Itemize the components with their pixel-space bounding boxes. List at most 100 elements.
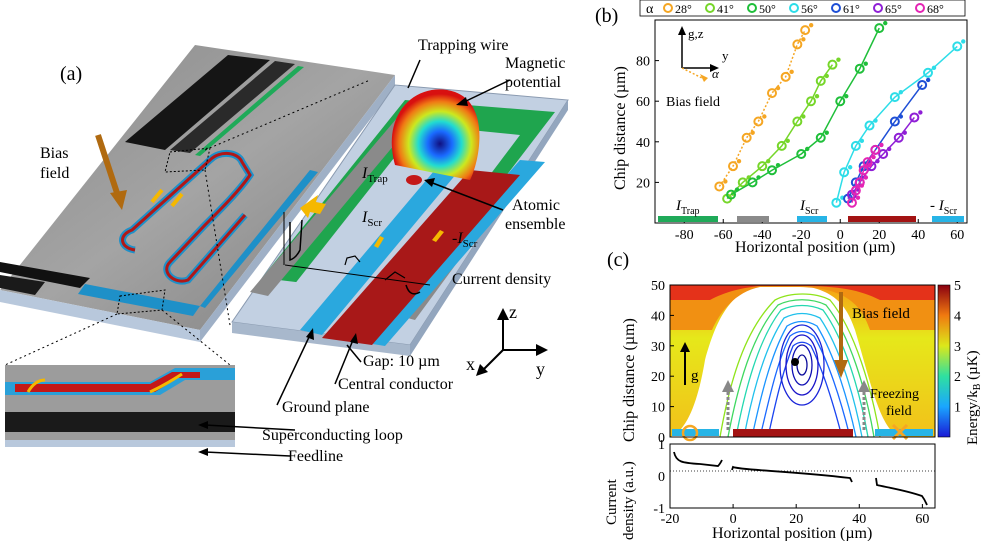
central-conductor-label: Central conductor [338, 376, 454, 393]
data-point-open [864, 120, 875, 131]
trapping-wire-label: Trapping wire [418, 37, 509, 54]
data-point-filled [805, 146, 810, 152]
data-point-filled [879, 142, 884, 148]
data-point-open [835, 96, 846, 107]
inset-bias-field: Bias field [666, 95, 720, 110]
panel-a: (a) [0, 37, 569, 465]
panel-b-label: (b) [595, 5, 618, 27]
data-point-open [776, 140, 787, 151]
colorbar-unit: (µK) [965, 350, 981, 383]
legend-marker [831, 3, 841, 13]
data-point-filled [931, 65, 937, 70]
data-point-filled [801, 114, 806, 119]
c-g-label: g [691, 368, 699, 384]
panel-a-label: (a) [60, 63, 82, 85]
i-scr-sub: Scr [367, 217, 382, 229]
energy-heatmap [670, 285, 935, 442]
x-tick-label: 40 [911, 228, 925, 243]
y-tick-label: 20 [651, 370, 665, 385]
data-point-filled [886, 146, 892, 152]
axis-x-label: x [466, 354, 475, 374]
data-point-open [923, 67, 933, 78]
data-point-filled [873, 118, 878, 123]
atomic-ensemble-label-1: Atomic [512, 197, 560, 214]
series-line [718, 29, 806, 187]
svg-text:IScr: IScr [361, 209, 382, 229]
panel-b: (b) α 28°41°50°56°61°65°68° -80-60-40-20… [595, 0, 968, 256]
data-point-filled [766, 158, 771, 164]
gap-label: Gap: 10 µm [363, 353, 440, 370]
data-point-open [767, 88, 777, 99]
data-point-filled [723, 179, 728, 184]
data-point-open [815, 75, 826, 86]
axis-z-label: z [509, 302, 517, 322]
plot-b-xlabel: Horizontal position (µm) [735, 239, 895, 256]
i-trap-label: I [361, 165, 368, 182]
data-point-open [878, 148, 889, 159]
legend-alpha: α [646, 2, 654, 17]
y-tick-label: 1 [658, 438, 665, 453]
x-tick-label: 0 [730, 512, 737, 527]
data-point-open [728, 161, 738, 172]
c-freezing-1: Freezing [870, 387, 919, 402]
svg-text:ITrap: ITrap [675, 198, 700, 217]
b-minus-i-scr-sub: Scr [944, 206, 958, 217]
plot-d-ylabel-1: Current [604, 478, 620, 525]
svg-text:IScr: IScr [799, 198, 819, 217]
device-3d [231, 84, 569, 356]
wire-bar-scr [797, 216, 827, 222]
series-line [851, 149, 876, 203]
data-point-open [893, 132, 904, 143]
data-point-filled [855, 195, 861, 200]
data-point-filled [814, 94, 820, 99]
data-point-open [858, 165, 869, 176]
atomic-ensemble-label-2: ensemble [505, 216, 565, 233]
b-i-trap-sub: Trap [681, 206, 700, 217]
superconducting-loop-label: Superconducting loop [262, 427, 403, 444]
data-point-filled [863, 61, 868, 66]
data-point-open [850, 185, 861, 196]
magnetic-potential-label-2: potential [505, 74, 562, 91]
c-freezing-2: field [886, 404, 912, 419]
c-bias-field: Bias field [852, 306, 910, 322]
y-tick-label: 0 [658, 470, 665, 485]
i-trap-sub: Trap [367, 173, 388, 185]
y-tick-label: 40 [636, 136, 650, 151]
legend-marker [663, 3, 673, 13]
data-point-filled [789, 69, 794, 75]
svg-text:ITrap: ITrap [361, 165, 388, 185]
data-point-filled [801, 37, 806, 42]
colorbar-tick-label: 2 [954, 370, 961, 385]
plot-d-frame [669, 443, 936, 509]
data-point-open [846, 197, 857, 208]
data-point-filled [871, 154, 876, 160]
x-tick-label: 0 [837, 228, 844, 243]
data-point-filled [875, 158, 880, 164]
data-point-open [889, 92, 900, 103]
x-tick-label: 20 [789, 512, 803, 527]
y-tick-label: 30 [651, 340, 665, 355]
data-point-open [854, 177, 865, 188]
data-point-filled [734, 187, 740, 192]
legend-marker [747, 3, 757, 13]
data-point-filled [859, 138, 865, 144]
legend-marker [915, 3, 925, 13]
y-tick-label: -1 [653, 502, 665, 517]
data-point-open [831, 197, 842, 208]
data-point-open [815, 132, 826, 143]
plot-d-xlabel: Horizontal position (µm) [712, 525, 872, 541]
bias-field-label-2: field [40, 165, 69, 182]
y-tick-label: 0 [658, 431, 665, 446]
series-line [851, 116, 915, 195]
colorbar-tick-label: 5 [954, 279, 961, 294]
inset-y: y [722, 48, 729, 63]
coordinate-axes [476, 308, 548, 376]
plot-b-frame [654, 19, 968, 224]
panel-c: (c) [604, 249, 981, 541]
data-point-filled [844, 94, 849, 99]
data-point-filled [863, 175, 868, 180]
i-scr-label: I [361, 209, 368, 226]
